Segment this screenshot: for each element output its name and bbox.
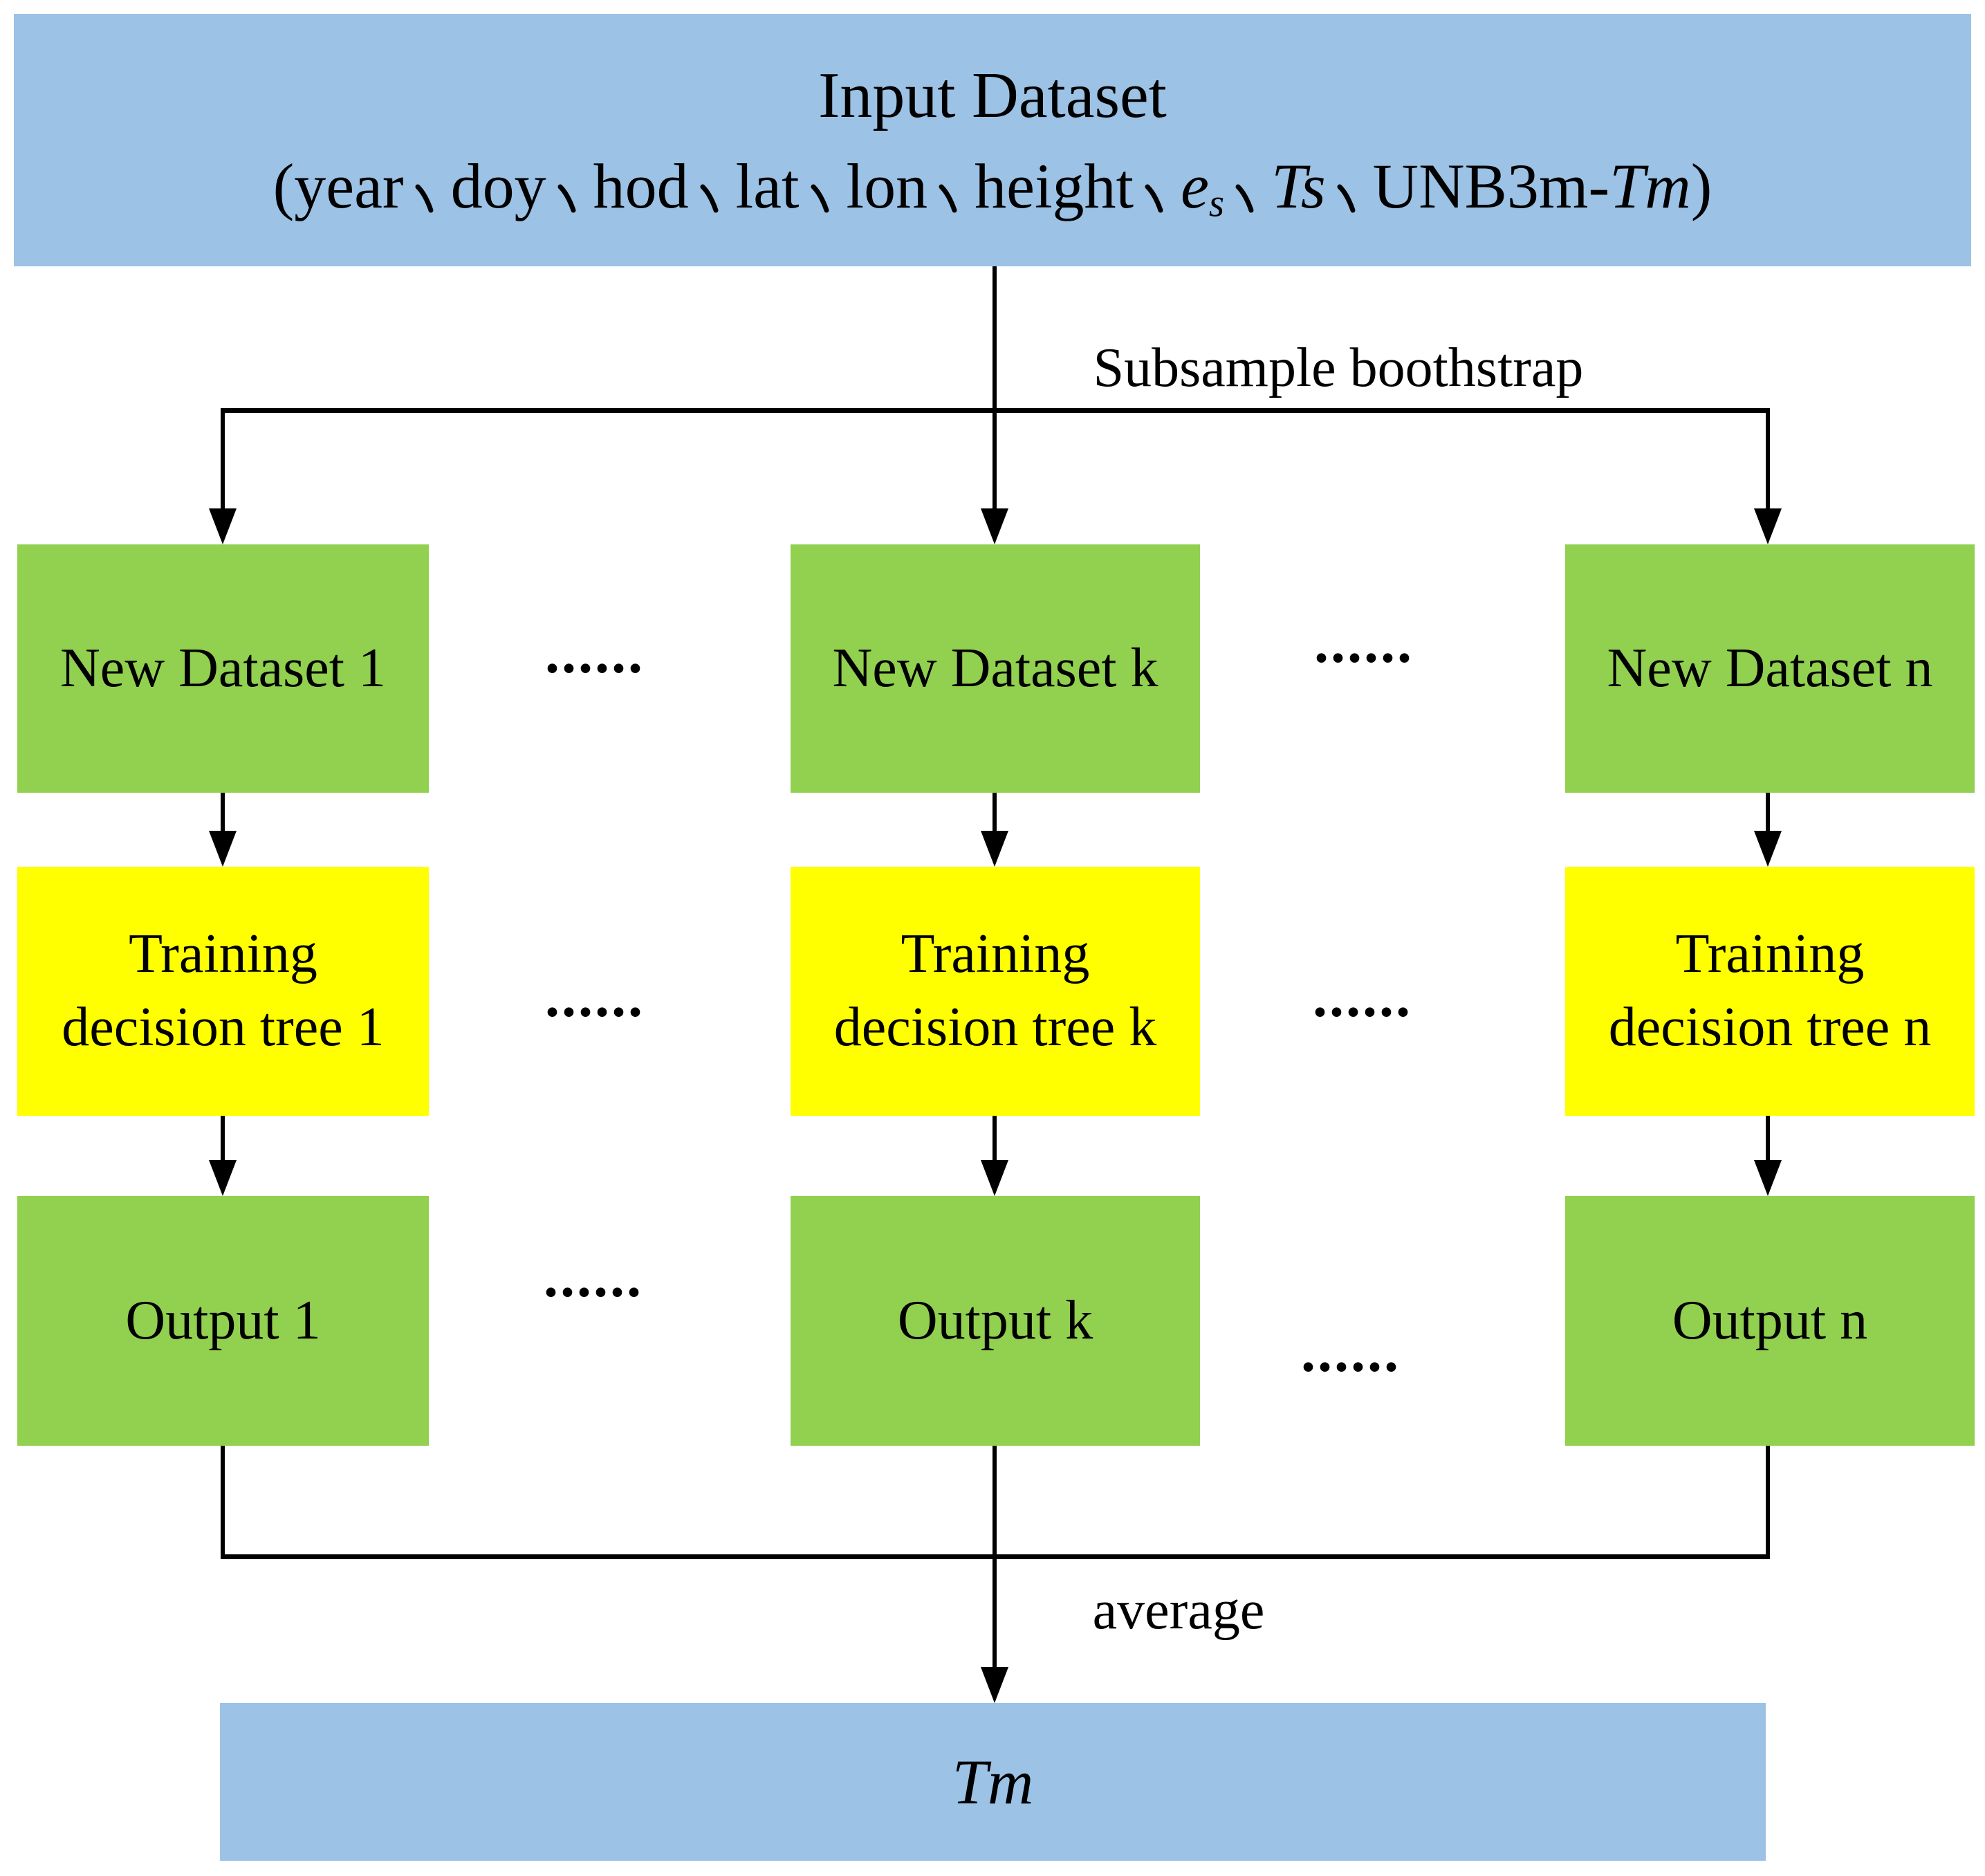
ellipsis-row3-right: ...... bbox=[1301, 1320, 1401, 1384]
training-tree-n-line1: Training bbox=[1675, 923, 1865, 985]
param-lon: lon bbox=[846, 150, 928, 221]
param-es-subscript: s bbox=[1208, 181, 1225, 226]
ideographic-comma-icon bbox=[808, 183, 834, 215]
connector-input-to-middle bbox=[992, 266, 997, 508]
connector-branch-right bbox=[1766, 410, 1770, 508]
output-k-label: Output k bbox=[897, 1290, 1093, 1351]
new-dataset-1-label: New Dataset 1 bbox=[60, 638, 386, 699]
training-tree-1-line1: Training bbox=[129, 923, 317, 985]
param-ts: Ts bbox=[1271, 150, 1326, 221]
connector-outputn-to-merge bbox=[1766, 1446, 1770, 1559]
arrowhead-left-dataset bbox=[209, 508, 237, 544]
ellipsis-row1-right: ...... bbox=[1314, 611, 1414, 675]
training-tree-1-box: Training decision tree 1 bbox=[17, 867, 429, 1116]
ellipsis-row3-left: ...... bbox=[544, 1245, 643, 1309]
result-tm-label: Tm bbox=[952, 1747, 1034, 1817]
arrowhead-outputn bbox=[1754, 1160, 1782, 1196]
close-paren: ) bbox=[1690, 150, 1712, 221]
ellipsis-row2-right: ...... bbox=[1313, 965, 1412, 1029]
input-dataset-title: Input Dataset bbox=[818, 59, 1167, 131]
connector-dataset1-to-tree1 bbox=[221, 793, 225, 831]
connector-datasetn-to-treen bbox=[1766, 793, 1770, 831]
param-year: year bbox=[294, 150, 404, 221]
param-doy: doy bbox=[450, 150, 546, 221]
new-dataset-n-label: New Dataset n bbox=[1607, 638, 1933, 699]
ideographic-comma-icon bbox=[936, 183, 962, 215]
arrowhead-right-dataset bbox=[1754, 508, 1782, 544]
arrowhead-middle-dataset bbox=[981, 508, 1008, 544]
output-k-box: Output k bbox=[791, 1196, 1200, 1446]
new-dataset-n-box: New Dataset n bbox=[1565, 544, 1975, 793]
merge-line bbox=[221, 1554, 1770, 1559]
connector-datasetk-to-treek bbox=[992, 793, 997, 831]
branch-line bbox=[221, 408, 1770, 413]
training-tree-1-line2: decision tree 1 bbox=[62, 997, 385, 1058]
connector-tree1-to-output1 bbox=[221, 1116, 225, 1160]
subsample-bootstrap-label: Subsample boothstrap bbox=[1093, 338, 1584, 398]
arrowhead-output1 bbox=[209, 1160, 237, 1196]
ellipsis-row1-left: ...... bbox=[545, 621, 645, 686]
arrowhead-result bbox=[981, 1667, 1008, 1703]
param-unb3m-tm: UNB3m-Tm bbox=[1373, 154, 1691, 218]
param-height: height bbox=[975, 150, 1134, 221]
param-hod: hod bbox=[593, 150, 689, 221]
connector-treek-to-outputk bbox=[992, 1116, 997, 1160]
new-dataset-1-box: New Dataset 1 bbox=[17, 544, 429, 793]
param-es: es bbox=[1181, 150, 1224, 223]
connector-output1-to-merge bbox=[221, 1446, 225, 1559]
param-unb3m-italic: Tm bbox=[1609, 150, 1691, 221]
new-dataset-k-box: New Dataset k bbox=[791, 544, 1200, 793]
output-n-label: Output n bbox=[1672, 1290, 1868, 1351]
arrowhead-outputk bbox=[981, 1160, 1008, 1196]
new-dataset-k-label: New Dataset k bbox=[832, 638, 1158, 699]
arrowhead-treen bbox=[1754, 831, 1782, 867]
ideographic-comma-icon bbox=[1142, 183, 1168, 215]
output-n-box: Output n bbox=[1565, 1196, 1975, 1446]
param-lat: lat bbox=[735, 150, 800, 221]
ideographic-comma-icon bbox=[555, 183, 581, 215]
training-tree-n-box: Training decision tree n bbox=[1565, 867, 1975, 1116]
output-1-box: Output 1 bbox=[17, 1196, 429, 1446]
result-tm-box: Tm bbox=[220, 1703, 1766, 1861]
arrowhead-tree1 bbox=[209, 831, 237, 867]
training-tree-k-line1: Training bbox=[901, 923, 1090, 985]
connector-branch-left bbox=[221, 410, 225, 508]
ideographic-comma-icon bbox=[1334, 183, 1360, 215]
ideographic-comma-icon bbox=[412, 183, 438, 215]
param-unb3m-plain: UNB3m- bbox=[1372, 150, 1610, 221]
training-tree-k-box: Training decision tree k bbox=[791, 867, 1200, 1116]
training-tree-k-line2: decision tree k bbox=[833, 997, 1157, 1058]
ellipsis-row2-left: ...... bbox=[545, 965, 645, 1029]
output-1-label: Output 1 bbox=[125, 1290, 321, 1351]
arrowhead-treek bbox=[981, 831, 1008, 867]
open-paren: ( bbox=[273, 150, 295, 221]
average-label: average bbox=[1092, 1580, 1265, 1641]
connector-treen-to-outputn bbox=[1766, 1116, 1770, 1160]
param-es-base: e bbox=[1181, 150, 1209, 221]
ideographic-comma-icon bbox=[1232, 183, 1259, 215]
training-tree-n-line2: decision tree n bbox=[1608, 997, 1932, 1058]
ideographic-comma-icon bbox=[697, 183, 723, 215]
